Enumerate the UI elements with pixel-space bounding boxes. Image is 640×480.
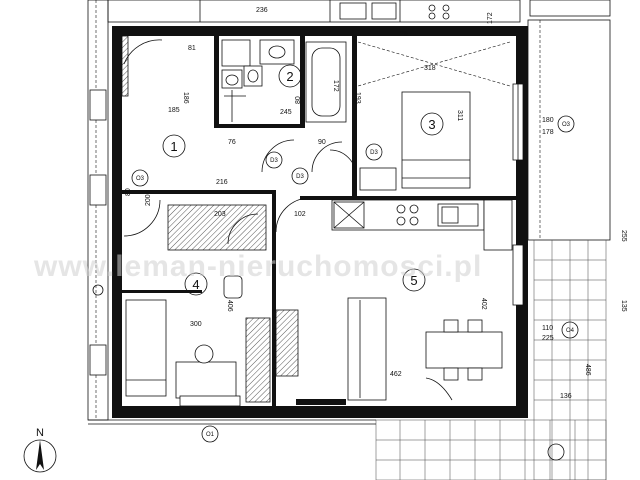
dimension-label: 136 (560, 393, 572, 400)
dimension-label: 462 (390, 371, 402, 378)
window-tag: O1 (206, 432, 215, 438)
dimension-label: 216 (216, 179, 228, 186)
dimension-label: 225 (542, 335, 554, 342)
north-label: N (36, 427, 44, 439)
bed-room-3 (357, 41, 511, 191)
dimension-label: 90 (318, 139, 326, 146)
door-tag: D3 (270, 158, 278, 164)
dimension-label: 203 (214, 211, 226, 218)
room-number-3: 3 (428, 117, 435, 132)
dimension-label: 236 (256, 7, 268, 14)
kitchen-counter (331, 199, 513, 251)
dimension-label: 185 (168, 107, 180, 114)
dimension-label: 402 (480, 298, 487, 310)
dimension-label: 172 (487, 12, 494, 24)
dimension-label: 178 (542, 129, 554, 136)
dimension-label: 245 (280, 109, 292, 116)
window-tag: O3 (136, 176, 145, 182)
door-tag: D3 (296, 174, 304, 180)
dimension-label: 318 (424, 65, 436, 72)
terrace-right (533, 239, 607, 480)
dimension-label: 80 (125, 188, 132, 196)
room-number-4: 4 (192, 277, 199, 292)
room-markers: 1 2 3 4 5 (162, 64, 444, 296)
room-number-1: 1 (170, 139, 177, 154)
left-neighbor-strip (87, 0, 109, 421)
dimension-label: 300 (190, 321, 202, 328)
dimension-label: 200 (145, 194, 152, 206)
dimension-label: 26 (400, 31, 408, 38)
room-number-5: 5 (410, 273, 417, 288)
room-number-2: 2 (286, 69, 293, 84)
dimension-label: 172 (332, 80, 339, 92)
bottom-strip (88, 419, 376, 425)
dimension-label: 311 (456, 110, 463, 121)
window-tag: O4 (566, 328, 575, 334)
window-tag: O3 (562, 122, 571, 128)
living-room-furniture (347, 297, 503, 401)
dimension-label: 406 (226, 300, 233, 312)
dimension-label: 193 (354, 92, 361, 104)
door-tag: D3 (370, 150, 378, 156)
dimension-label: 186 (182, 92, 189, 104)
dimension-label: 486 (584, 364, 591, 376)
built-in-wardrobes (121, 35, 299, 403)
dimension-label: 135 (620, 300, 627, 312)
dimension-label: 81 (188, 45, 196, 52)
top-neighbor-strip (107, 0, 611, 23)
dimension-label: 110 (542, 325, 553, 332)
room-4-furniture (125, 275, 243, 399)
windows (179, 83, 524, 407)
dimension-label: 180 (542, 117, 554, 124)
terrace-bottom (375, 419, 607, 480)
dimension-labels: 185 216 203 102 300 76 90 245 186 81 193… (125, 7, 627, 400)
dimension-label: 76 (228, 139, 236, 146)
north-arrow: N (23, 427, 57, 473)
interior-walls (122, 36, 516, 406)
door-window-tags: D3 D3 D3 O3 O3 O4 O1 (131, 115, 579, 443)
dimension-label: 102 (294, 211, 306, 218)
dimension-label: 80 (295, 96, 302, 104)
bathroom-fixtures (221, 39, 347, 123)
door-swings (123, 39, 357, 245)
dimension-label: 255 (620, 230, 627, 242)
right-neighbor-strip (527, 19, 611, 241)
watermark: www.leman-nieruchomosci.pl (33, 250, 482, 283)
